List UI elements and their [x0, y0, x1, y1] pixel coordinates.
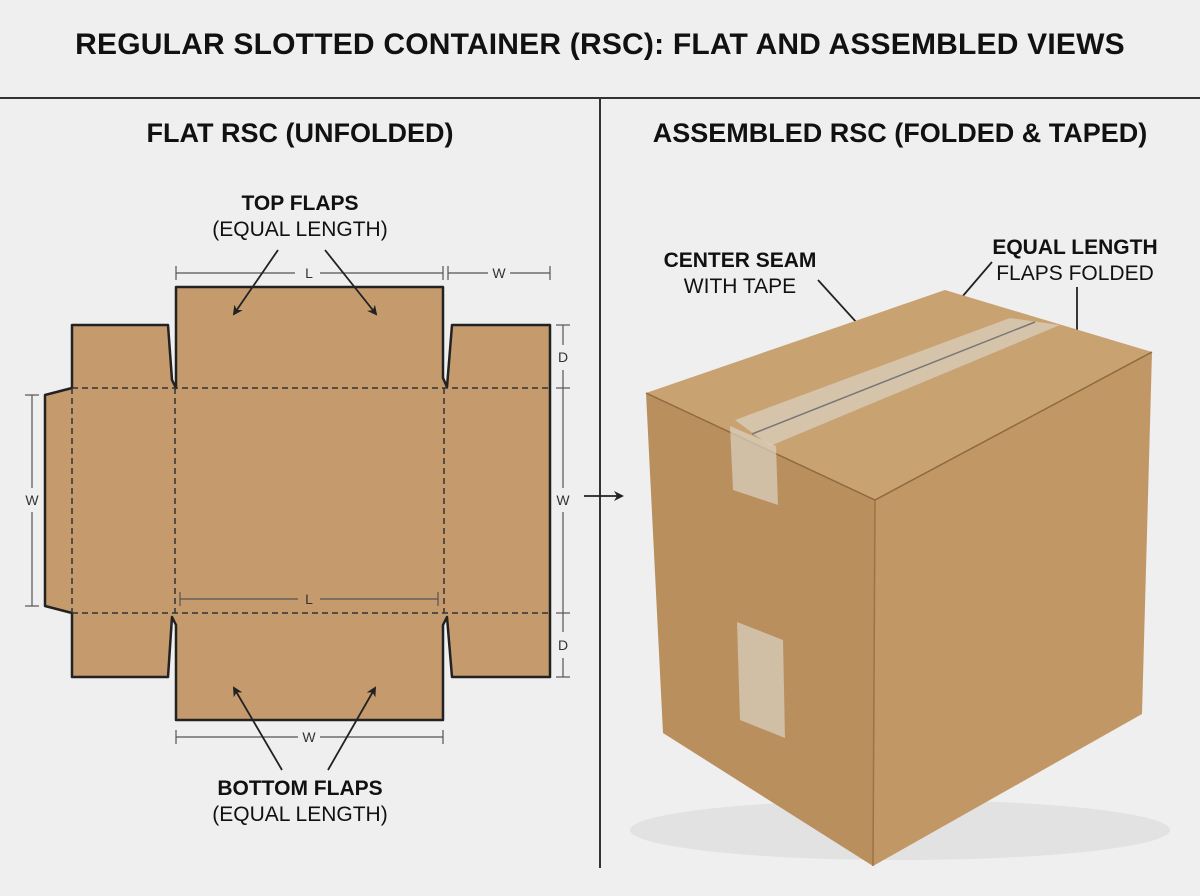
dim-inner-l: L — [305, 591, 313, 607]
center-seam — [751, 321, 1036, 435]
center-seam-label: CENTER SEAM WITH TAPE — [640, 248, 840, 300]
tape-side-top — [730, 426, 778, 505]
equal-flaps-note: FLAPS FOLDED — [996, 262, 1154, 285]
assembled-box — [630, 290, 1170, 867]
box-right-face — [873, 352, 1152, 866]
bottom-flaps-title: BOTTOM FLAPS — [217, 777, 383, 800]
center-seam-note: WITH TAPE — [683, 275, 797, 298]
dim-top-l: L — [305, 265, 313, 281]
flat-heading: FLAT RSC (UNFOLDED) — [146, 118, 454, 148]
dim-right-d-top: D — [558, 349, 568, 365]
dim-top-w: W — [492, 265, 506, 281]
tape-side-bottom — [737, 622, 785, 738]
top-flaps-label: TOP FLAPS (EQUAL LENGTH) — [200, 191, 400, 243]
top-flaps-title: TOP FLAPS — [241, 192, 359, 215]
bottom-flaps-note: (EQUAL LENGTH) — [212, 803, 388, 826]
diagram-title: REGULAR SLOTTED CONTAINER (RSC): FLAT AN… — [75, 28, 1125, 61]
equal-flaps-title: EQUAL LENGTH — [992, 236, 1158, 259]
dim-left-w: W — [25, 492, 39, 508]
dim-bottom-w: W — [302, 729, 316, 745]
panel-divider — [599, 98, 601, 868]
assembled-heading: ASSEMBLED RSC (FOLDED & TAPED) — [652, 118, 1148, 148]
flat-rsc-blank — [43, 285, 552, 722]
center-seam-title: CENTER SEAM — [663, 249, 817, 272]
blank-outline — [43, 285, 552, 722]
dim-right-w: W — [556, 492, 570, 508]
box-left-face — [646, 393, 875, 866]
top-flaps-note: (EQUAL LENGTH) — [212, 218, 388, 241]
dim-right-d-bottom: D — [558, 637, 568, 653]
equal-flaps-label: EQUAL LENGTH FLAPS FOLDED — [970, 235, 1180, 287]
bottom-flaps-label: BOTTOM FLAPS (EQUAL LENGTH) — [190, 776, 410, 828]
dimension-lines — [25, 266, 570, 744]
fold-lines — [71, 387, 550, 614]
tape-top — [735, 318, 1060, 446]
